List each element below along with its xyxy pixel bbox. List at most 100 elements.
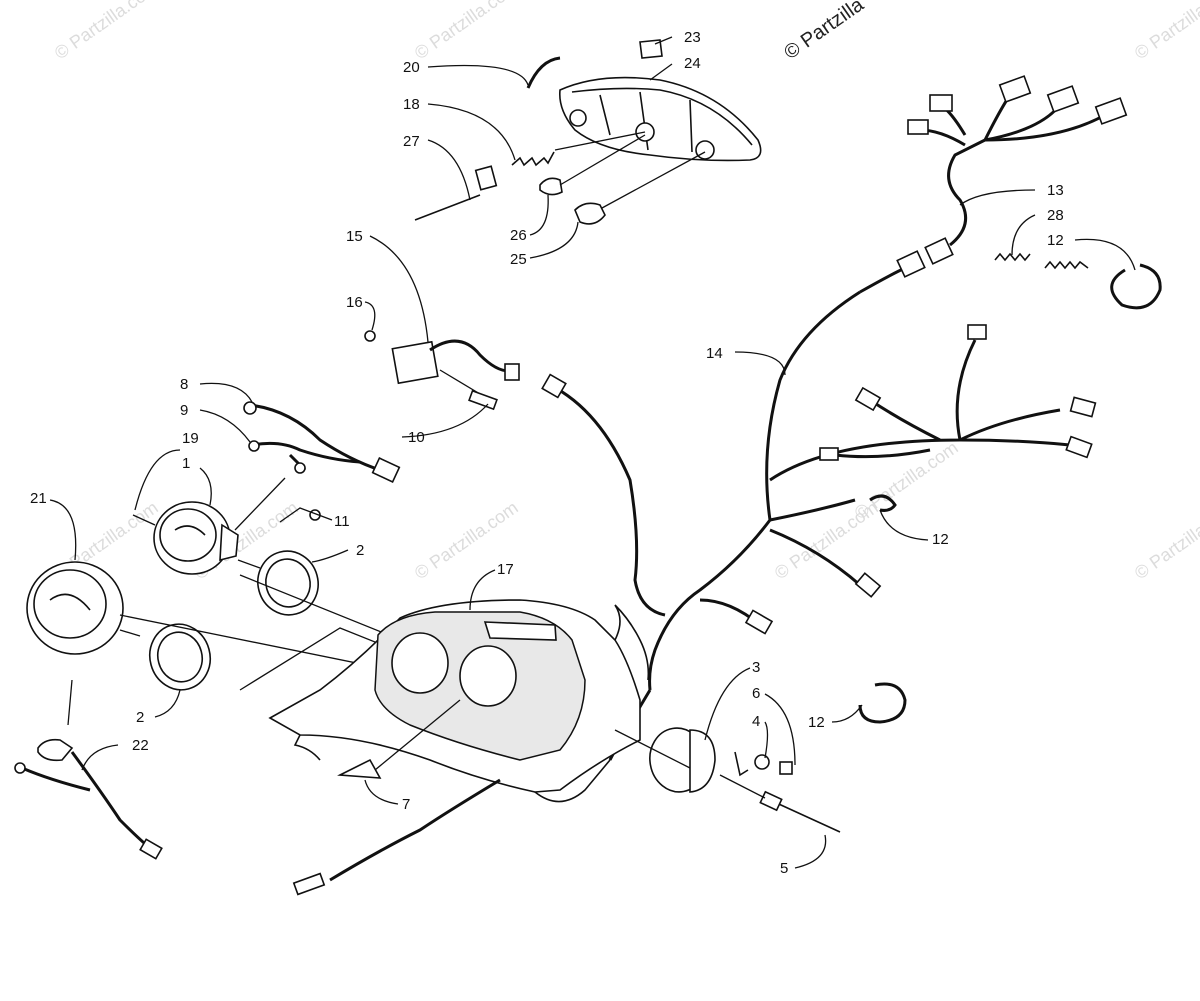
bulb-leader — [559, 134, 646, 186]
harness-connector — [929, 94, 953, 112]
harness-upper-branch — [769, 408, 1061, 482]
ground-wire — [329, 778, 501, 882]
sender-leader — [719, 774, 766, 799]
bulb-socket-1 — [569, 109, 587, 127]
wire-clip-ring — [1110, 263, 1162, 310]
gauge-wire-leader — [234, 477, 286, 531]
harness-connector — [1046, 85, 1080, 113]
harness-connector — [1069, 396, 1097, 418]
gauge-wire — [249, 403, 381, 472]
pilot-light-connector — [139, 838, 163, 860]
dash-right-edge — [614, 604, 650, 681]
fuel-gauge-housing — [689, 729, 716, 793]
pilot-light-bulb — [37, 738, 74, 762]
callout-21: 21 — [30, 490, 47, 507]
callout-3: 3 — [752, 659, 760, 676]
callout-24: 24 — [684, 55, 701, 72]
ring-terminal — [294, 462, 306, 474]
switch-screw — [468, 389, 498, 411]
dash-panel — [268, 599, 650, 803]
bezel-ring-upper — [257, 550, 319, 616]
gauge-pin-line — [132, 514, 156, 526]
bulb-socket-pigtail — [574, 202, 606, 225]
callout-25: 25 — [510, 251, 527, 268]
trim-strip — [526, 56, 561, 89]
harness-connector — [819, 447, 839, 461]
watermark-text: © Partzilla.com — [51, 0, 162, 63]
gauge-face — [159, 508, 217, 562]
callout-11: 11 — [334, 513, 350, 530]
harness-trunk — [648, 290, 861, 691]
callout-15: 15 — [346, 228, 363, 245]
callout-22: 22 — [132, 737, 149, 754]
gauge-stud — [237, 559, 261, 569]
harness-connector — [1094, 97, 1128, 125]
callout-26: 26 — [510, 227, 527, 244]
switch-connector — [504, 363, 520, 381]
switch-lead-wire — [429, 339, 516, 373]
dash-connector — [541, 373, 567, 399]
callout-16: 16 — [346, 294, 363, 311]
harness-plug — [924, 237, 954, 265]
watermark-text: © Partzilla.com — [411, 0, 522, 63]
speedometer-gauge — [26, 561, 141, 655]
ground-terminal — [292, 872, 326, 896]
bulb-socket-3 — [695, 140, 715, 160]
warning-decal — [337, 758, 382, 779]
washer — [754, 754, 770, 770]
callout-2: 2 — [136, 709, 144, 726]
headlight-assembly — [414, 39, 762, 225]
dimmer-switch — [391, 340, 439, 385]
switch-nut — [364, 330, 376, 342]
callout-2: 2 — [356, 542, 364, 559]
harness-connector — [998, 75, 1032, 103]
harness-branch-right — [769, 498, 856, 522]
harness-connector — [967, 324, 987, 340]
callout-7: 7 — [402, 796, 410, 813]
speedometer-needle — [49, 593, 91, 611]
callout-14: 14 — [706, 345, 723, 362]
harness-connector — [854, 572, 882, 598]
nut — [779, 761, 793, 775]
headlight-harness — [947, 138, 986, 247]
dash-gauge-hole-left — [391, 632, 449, 694]
fuel-gauge-bracket — [734, 751, 749, 777]
bezel-ring-inner — [156, 631, 204, 683]
harness-upper-branch — [834, 448, 931, 459]
pilot-light-wire — [70, 751, 151, 850]
pilot-light-harness — [14, 679, 163, 860]
callout-27: 27 — [403, 133, 420, 150]
harness-connector — [907, 119, 929, 135]
dash-gauge-hole-right — [459, 645, 517, 707]
harness-upper-branch — [869, 398, 941, 442]
harness-upper-branch — [959, 438, 1071, 447]
screw-nut-plate — [474, 165, 498, 191]
callout-9: 9 — [180, 402, 188, 419]
callout-20: 20 — [403, 59, 420, 76]
watermark-text: © Partzilla.com — [1131, 497, 1200, 583]
gauge-wire — [251, 441, 361, 464]
ring-terminal — [248, 440, 260, 452]
callout-4: 4 — [752, 713, 760, 730]
bezel-ring-inner — [265, 558, 311, 608]
callout-5: 5 — [780, 860, 788, 877]
callout-12: 12 — [808, 714, 825, 731]
harness-sleeve — [859, 266, 906, 294]
dash-lower-edge — [293, 734, 321, 761]
harness-branch-lower — [769, 528, 861, 587]
headlight-lens-edge — [571, 87, 753, 146]
harness-springs — [994, 252, 1089, 270]
callout-17: 17 — [497, 561, 514, 578]
headlight-housing — [558, 76, 762, 162]
harness-upper-branch — [955, 339, 977, 441]
pilot-light-alignment — [67, 679, 73, 726]
harness-plug — [896, 250, 926, 278]
callout-23: 23 — [684, 29, 701, 46]
tachometer-gauge — [132, 477, 286, 575]
mounting-clip — [639, 39, 663, 59]
dash-harness — [549, 383, 666, 617]
watermark-text: © Partzilla.com — [851, 437, 962, 523]
callout-19: 19 — [182, 430, 199, 447]
